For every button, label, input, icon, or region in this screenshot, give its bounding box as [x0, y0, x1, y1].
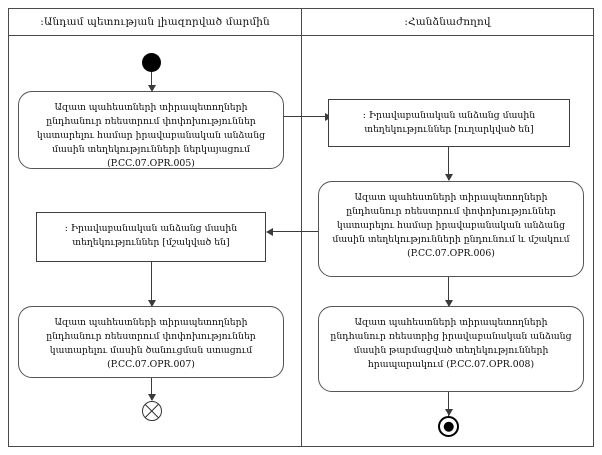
arrowhead-rightactivity2-to-final [444, 409, 453, 416]
initial-node[interactable] [142, 53, 161, 72]
arrowhead-activity2-to-flowfinal [147, 394, 156, 401]
edge-activity1-to-rightobject [284, 116, 328, 118]
activity-receive-change-notification-label: Ազատ պահեստների տիրապետողների ընդհանուր … [46, 317, 256, 370]
edge-rightobject-to-rightactivity1 [448, 147, 450, 180]
edge-rightactivity1-to-rightactivity2 [448, 277, 450, 306]
arrowhead-rightactivity1-to-rightactivity2 [444, 300, 453, 307]
activity-receive-and-process-info[interactable]: Ազատ պահեստների տիրապետողների ընդհանուր … [318, 181, 584, 277]
swimlane-divider [301, 36, 302, 447]
edge-object1-to-activity2 [151, 262, 153, 306]
activity-final-node[interactable] [438, 416, 459, 437]
edge-activity2-to-flowfinal [151, 378, 153, 400]
swimlane-left-title: :Անդամ պետության լիազորված մարմին [40, 16, 270, 28]
object-node-legal-entity-info-sent-label: : Իրավաբանական անձանց մասին տեղեկություն… [362, 110, 536, 135]
arrowhead-rightobject-to-rightactivity1 [444, 174, 453, 181]
activity-receive-change-notification[interactable]: Ազատ պահեստների տիրապետողների ընդհանուր … [18, 306, 284, 378]
edge-rightactivity2-to-final [448, 392, 450, 416]
arrowhead-initial-to-activity1 [147, 85, 156, 92]
edge-initial-to-activity1 [151, 72, 153, 90]
swimlane-header-right: :Հանձնաժողով [301, 8, 594, 36]
activity-publish-updated-info[interactable]: Ազատ պահեստների տիրապետողների ընդհանուր … [318, 306, 584, 392]
flow-final-node[interactable] [142, 401, 162, 421]
arrowhead-object1-to-activity2 [147, 300, 156, 307]
object-node-legal-entity-info-sent[interactable]: : Իրավաբանական անձանց մասին տեղեկություն… [328, 99, 570, 147]
arrowhead-rightactivity1-to-leftobject [266, 227, 273, 236]
object-node-legal-entity-info-processed-label: : Իրավաբանական անձանց մասին տեղեկություն… [64, 223, 238, 248]
swimlane-right-title: :Հանձնաժողով [404, 16, 491, 28]
activity-publish-updated-info-label: Ազատ պահեստների տիրապետողների ընդհանուր … [330, 317, 572, 370]
activity-present-legal-entity-info[interactable]: Ազատ պահեստների տիրապետողների ընդհանուր … [18, 91, 284, 169]
object-node-legal-entity-info-processed[interactable]: : Իրավաբանական անձանց մասին տեղեկություն… [36, 212, 266, 262]
edge-rightactivity1-to-leftobject [268, 231, 320, 233]
swimlane-header-left: :Անդամ պետության լիազորված մարմին [8, 8, 302, 36]
activity-present-legal-entity-info-label: Ազատ պահեստների տիրապետողների ընդհանուր … [36, 102, 266, 169]
activity-receive-and-process-info-label: Ազատ պահեստների տիրապետողների ընդհանուր … [332, 192, 570, 259]
